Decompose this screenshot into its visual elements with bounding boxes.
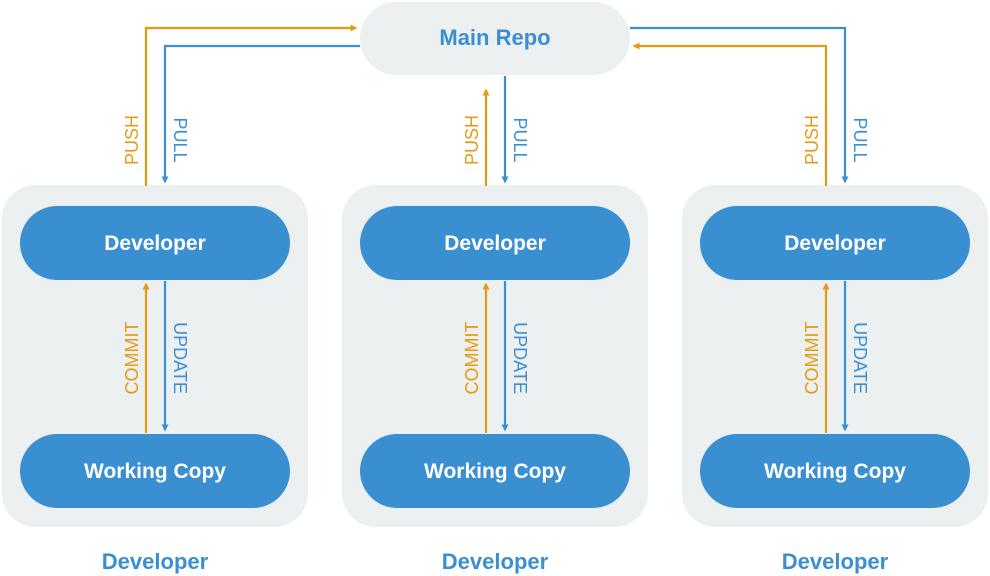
developer-node bbox=[360, 206, 630, 280]
developer-node bbox=[20, 206, 290, 280]
working-copy-label: Working Copy bbox=[424, 460, 566, 483]
developer-group-3: Developer Working Copy Developer PUSH PU… bbox=[630, 26, 988, 574]
commit-label: COMMIT bbox=[122, 322, 142, 395]
commit-label: COMMIT bbox=[802, 322, 822, 395]
working-copy-label: Working Copy bbox=[764, 460, 906, 483]
working-copy-label: Working Copy bbox=[84, 460, 226, 483]
developer-node-label: Developer bbox=[104, 232, 206, 255]
pull-label: PULL bbox=[510, 117, 530, 162]
main-repo-label: Main Repo bbox=[439, 25, 550, 50]
push-arrow bbox=[144, 24, 358, 186]
commit-label: COMMIT bbox=[462, 322, 482, 395]
pull-arrow bbox=[161, 44, 360, 184]
working-copy-node bbox=[360, 434, 630, 508]
update-label: UPDATE bbox=[170, 322, 190, 394]
push-arrow bbox=[632, 42, 828, 186]
working-copy-node bbox=[20, 434, 290, 508]
developer-group-2: Developer Working Copy Developer PUSH PU… bbox=[342, 76, 648, 574]
developer-node-label: Developer bbox=[784, 232, 886, 255]
developer-group-1: Developer Working Copy Developer PUSH PU… bbox=[2, 24, 360, 574]
update-label: UPDATE bbox=[510, 322, 530, 394]
working-copy-node bbox=[700, 434, 970, 508]
pull-label: PULL bbox=[170, 117, 190, 162]
push-label: PUSH bbox=[802, 115, 822, 165]
update-label: UPDATE bbox=[850, 322, 870, 394]
main-repo-node: Main Repo bbox=[360, 2, 630, 75]
push-label: PUSH bbox=[462, 115, 482, 165]
push-label: PUSH bbox=[122, 115, 142, 165]
pull-arrow bbox=[630, 26, 849, 184]
developer-group-label: Developer bbox=[782, 549, 889, 574]
pull-label: PULL bbox=[850, 117, 870, 162]
developer-node bbox=[700, 206, 970, 280]
developer-group-label: Developer bbox=[442, 549, 549, 574]
developer-node-label: Developer bbox=[444, 232, 546, 255]
developer-group-label: Developer bbox=[102, 549, 209, 574]
